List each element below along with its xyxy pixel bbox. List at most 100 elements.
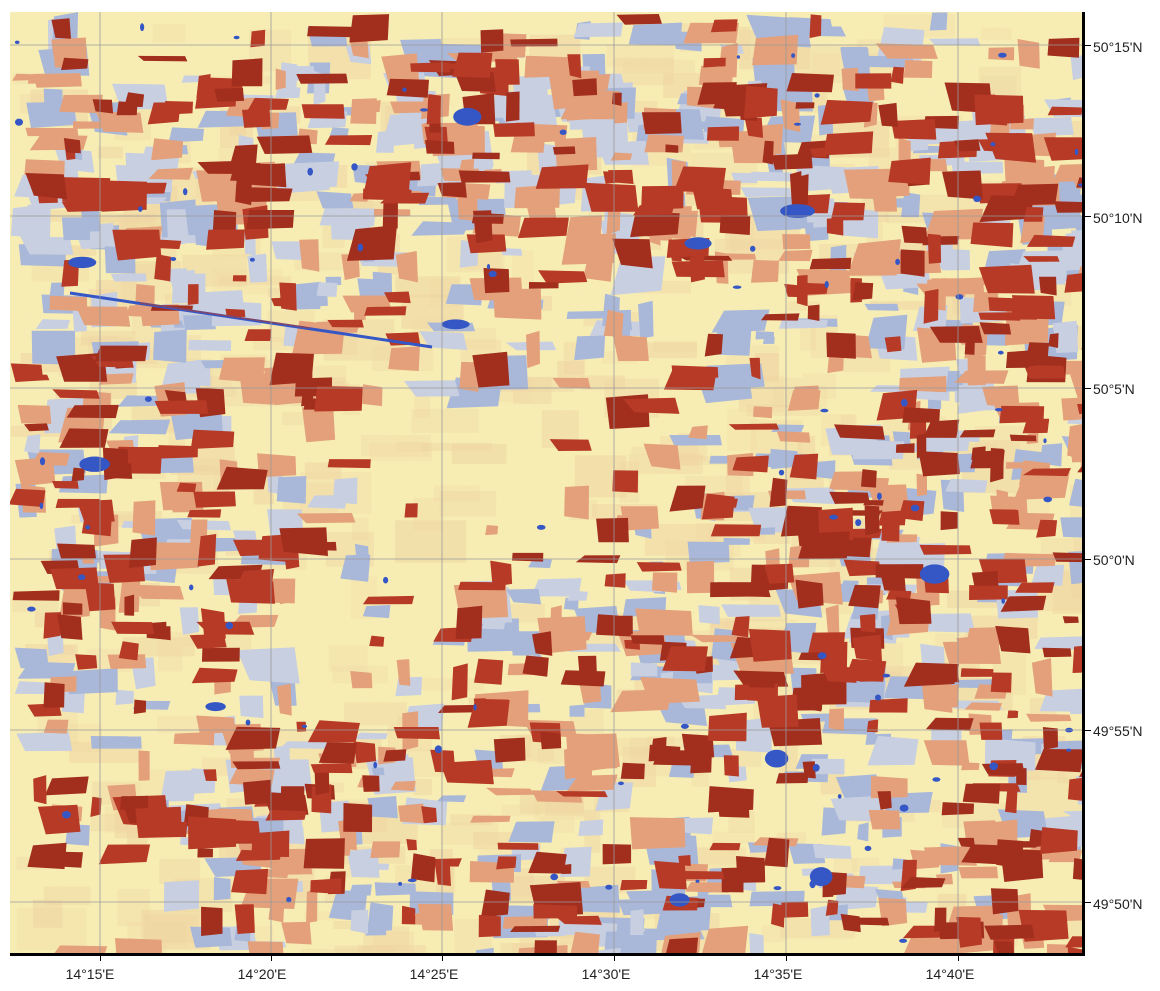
- water-body: [669, 893, 690, 907]
- salmon-field: [875, 43, 938, 59]
- water-body: [62, 811, 71, 819]
- red-field: [877, 791, 892, 810]
- red-field: [979, 722, 1003, 740]
- water-body: [989, 762, 998, 771]
- red-field: [63, 138, 81, 154]
- blue-gray-field: [630, 662, 658, 677]
- red-field: [43, 612, 62, 639]
- red-field: [764, 837, 790, 868]
- blue-gray-field: [840, 46, 868, 60]
- red-field: [728, 423, 780, 430]
- blue-gray-field: [1060, 517, 1085, 538]
- red-field: [33, 775, 47, 805]
- blue-gray-field: [811, 758, 845, 775]
- red-field: [451, 663, 468, 701]
- salmon-field: [629, 817, 686, 850]
- red-field: [775, 772, 809, 784]
- red-field: [560, 670, 606, 687]
- raster-map[interactable]: [10, 12, 1085, 956]
- water-body: [764, 749, 789, 768]
- water-body: [812, 764, 820, 772]
- blue-gray-field: [749, 933, 764, 956]
- red-field: [612, 238, 653, 269]
- red-field: [984, 924, 1035, 940]
- red-field: [981, 763, 1025, 777]
- red-field: [1042, 727, 1058, 750]
- map-frame[interactable]: [10, 12, 1085, 956]
- red-field: [674, 166, 726, 194]
- water-body: [39, 502, 44, 510]
- red-field: [279, 282, 297, 311]
- water-body: [899, 938, 908, 943]
- red-field: [318, 742, 357, 764]
- red-field: [866, 719, 879, 733]
- salmon-field: [872, 193, 897, 212]
- water-body: [170, 257, 177, 261]
- blue-gray-field: [628, 22, 683, 46]
- light-tan-field: [812, 53, 840, 76]
- salmon-field: [1047, 944, 1072, 956]
- red-field: [916, 433, 927, 459]
- red-field: [1042, 647, 1072, 658]
- salmon-field: [59, 94, 103, 114]
- light-tan-field: [413, 779, 432, 796]
- red-field: [825, 899, 839, 916]
- blue-gray-field: [668, 763, 695, 778]
- red-field: [769, 477, 788, 507]
- water-body: [79, 456, 110, 472]
- red-field: [1072, 858, 1085, 881]
- red-field: [929, 326, 983, 343]
- water-body: [864, 845, 872, 852]
- red-field: [493, 122, 535, 137]
- water-body: [225, 622, 234, 630]
- red-field: [216, 466, 268, 490]
- red-field: [710, 19, 738, 33]
- red-field: [191, 667, 238, 684]
- red-field: [954, 139, 981, 152]
- water-body: [14, 40, 20, 44]
- red-field: [735, 590, 771, 598]
- red-field: [512, 552, 544, 562]
- red-field: [250, 29, 266, 48]
- red-field: [10, 488, 46, 507]
- latitude-tick: [1085, 559, 1091, 560]
- salmon-field: [612, 334, 649, 361]
- latitude-label: 50°15'N: [1093, 39, 1143, 55]
- red-field: [809, 14, 822, 39]
- red-field: [884, 336, 902, 353]
- red-field: [669, 485, 706, 512]
- blue-gray-field: [1028, 117, 1074, 137]
- salmon-field: [276, 683, 292, 716]
- water-body: [780, 204, 815, 218]
- red-field: [197, 534, 217, 567]
- water-body: [1043, 438, 1047, 444]
- blue-gray-field: [842, 86, 874, 104]
- blue-gray-field: [188, 339, 232, 351]
- blue-gray-field: [573, 22, 623, 38]
- red-field: [990, 888, 1019, 915]
- red-field: [900, 249, 925, 277]
- longitude-label: 14°20'E: [237, 966, 287, 982]
- blue-gray-field: [1031, 564, 1065, 586]
- water-body: [183, 188, 188, 196]
- blue-gray-field: [574, 884, 620, 913]
- red-field: [18, 373, 50, 381]
- red-field: [234, 904, 255, 934]
- linear-feature-faint: [139, 302, 311, 329]
- blue-gray-field: [858, 865, 914, 885]
- water-body: [85, 525, 91, 530]
- red-field: [829, 491, 870, 504]
- red-field: [226, 578, 276, 604]
- red-field: [59, 428, 109, 448]
- blue-gray-field: [236, 647, 300, 684]
- red-fields-layer: [10, 14, 1085, 956]
- red-field: [689, 255, 705, 283]
- red-field: [493, 737, 526, 763]
- blue-gray-field: [945, 478, 988, 493]
- red-field: [393, 727, 440, 740]
- red-field: [111, 621, 155, 635]
- red-field: [1022, 468, 1071, 477]
- red-field: [820, 99, 873, 125]
- red-field: [94, 345, 148, 362]
- red-field: [549, 439, 592, 451]
